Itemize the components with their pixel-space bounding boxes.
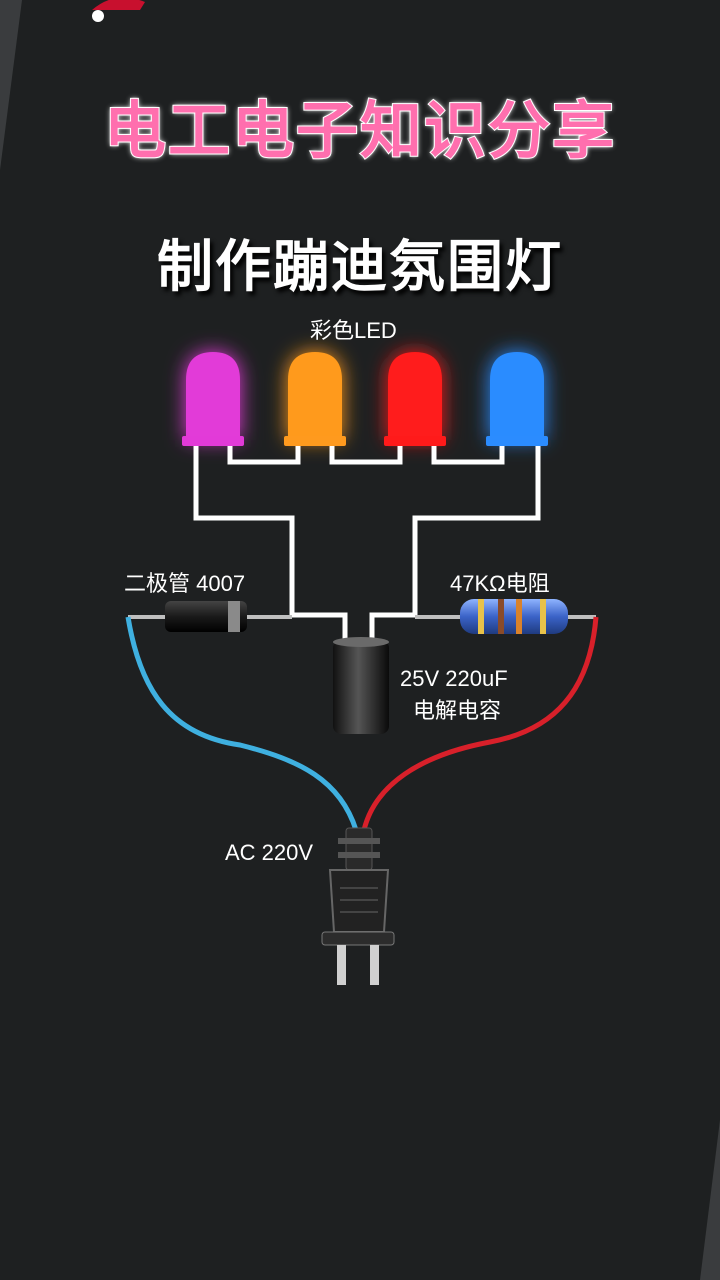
resistor-label: 47KΩ电阻 bbox=[450, 571, 550, 596]
led-label: 彩色LED bbox=[310, 318, 397, 343]
diode-label: 二极管 4007 bbox=[124, 571, 246, 596]
santa-hat-icon bbox=[92, 0, 145, 22]
neutral-wire bbox=[125, 616, 359, 831]
capacitor-label-spec: 25V 220uF bbox=[400, 666, 508, 691]
electrolytic-capacitor bbox=[333, 637, 389, 734]
plug-label: AC 220V bbox=[225, 840, 314, 865]
led-magenta bbox=[182, 352, 244, 446]
led-blue bbox=[486, 352, 548, 446]
capacitor-label-type: 电解电容 bbox=[413, 698, 502, 723]
diode-1n4007 bbox=[128, 601, 292, 632]
power-plug-icon bbox=[321, 827, 395, 985]
live-wire bbox=[361, 616, 599, 831]
led-red bbox=[384, 352, 446, 446]
resistor-47k bbox=[415, 599, 596, 634]
channel-title: 电工电子知识分享 bbox=[103, 93, 616, 168]
led-orange bbox=[284, 352, 346, 446]
diagram-title: 制作蹦迪氛围灯 bbox=[157, 235, 563, 300]
led-wiring bbox=[193, 446, 541, 640]
